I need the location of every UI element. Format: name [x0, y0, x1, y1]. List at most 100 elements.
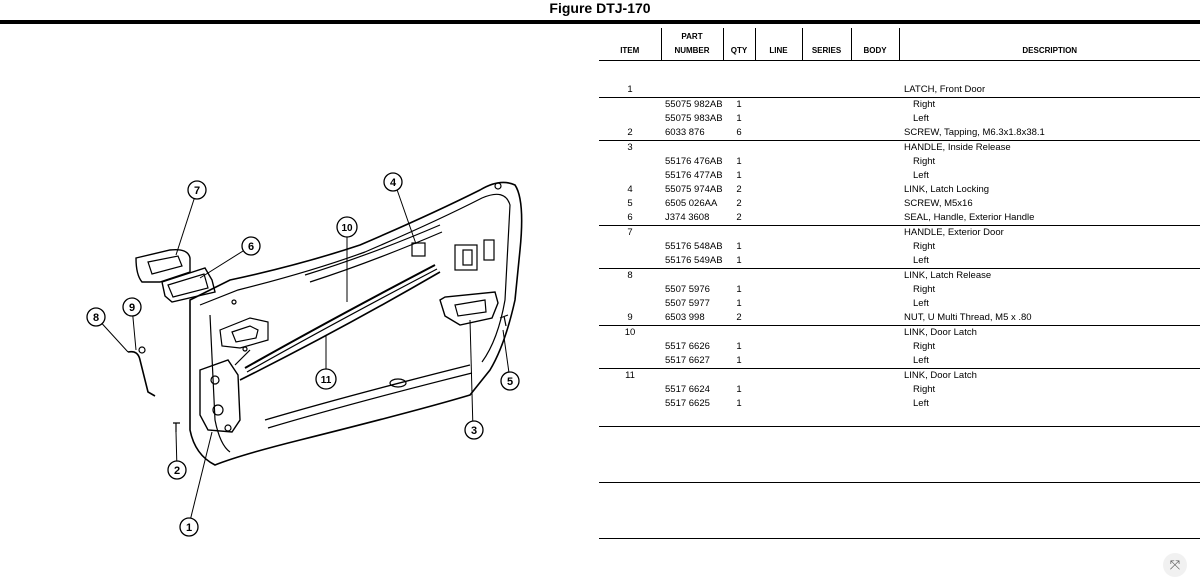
qty-cell: 1: [736, 284, 742, 295]
qty-cell: 1: [736, 113, 742, 124]
item-cell: [599, 112, 661, 126]
callout-4: 4: [383, 172, 403, 192]
divider-3: [599, 538, 1200, 539]
table-row: 5507 5976 1 Right: [599, 283, 1200, 297]
item-cell: [599, 383, 661, 397]
line-cell: [755, 183, 802, 197]
part-number-cell: 55176 477AB: [665, 170, 723, 181]
description-cell: Left: [913, 170, 929, 181]
series-cell: [802, 325, 851, 340]
callout-7: 7: [187, 180, 207, 200]
part-number-cell: [661, 325, 723, 340]
series-cell: [802, 97, 851, 112]
body-cell: [851, 297, 899, 311]
description-cell: Right: [913, 241, 936, 252]
line-cell: [755, 340, 802, 354]
item-cell: [599, 155, 661, 169]
part-number-cell: 5517 6624: [665, 384, 710, 395]
table-row: 5517 6624 1 Right: [599, 383, 1200, 397]
part-number-cell: 6503 998: [665, 312, 705, 323]
qty-cell: [723, 140, 755, 155]
body-cell: [851, 211, 899, 226]
callout-2: 2: [167, 460, 187, 480]
callout-9: 9: [122, 297, 142, 317]
qty-cell: 1: [736, 384, 742, 395]
table-row: 8 LINK, Latch Release: [599, 268, 1200, 283]
expand-icon[interactable]: ⤧: [1163, 553, 1187, 577]
part-number-cell: 5507 5976: [665, 284, 710, 295]
door-parts-diagram: 1 2 3 4 5 6 7 8 9 10 11: [86, 172, 523, 537]
header-body: BODY: [851, 28, 900, 61]
description-cell: Left: [913, 298, 929, 309]
description-cell: Right: [913, 156, 936, 167]
item-cell: 9: [627, 312, 633, 323]
qty-cell: 1: [736, 156, 742, 167]
body-cell: [851, 268, 899, 283]
description-cell: HANDLE, Inside Release: [899, 140, 1200, 155]
description-cell: NUT, U Multi Thread, M5 x .80: [904, 312, 1032, 323]
body-cell: [851, 325, 899, 340]
part-number-cell: [661, 83, 723, 98]
divider-1: [599, 426, 1200, 427]
description-cell: Right: [913, 341, 936, 352]
body-cell: [851, 112, 899, 126]
item-cell: 8: [599, 268, 661, 283]
part-number-cell: 5517 6625: [665, 398, 710, 409]
part-number-cell: 55075 983AB: [665, 113, 723, 124]
description-cell: Right: [899, 97, 1200, 112]
qty-cell: [723, 225, 755, 240]
header-line: LINE: [755, 28, 803, 61]
description-cell: LINK, Latch Release: [899, 268, 1200, 283]
part-number-cell: 5507 5977: [665, 298, 710, 309]
series-cell: [802, 297, 851, 311]
body-cell: [851, 340, 899, 354]
line-cell: [755, 240, 802, 254]
series-cell: [802, 211, 851, 226]
line-cell: [755, 325, 802, 340]
item-cell: 4: [627, 184, 633, 195]
qty-cell: 1: [736, 398, 742, 409]
description-cell: LINK, Latch Locking: [904, 184, 990, 195]
qty-cell: [723, 368, 755, 383]
item-cell: [599, 97, 661, 112]
description-cell: SCREW, Tapping, M6.3x1.8x38.1: [904, 127, 1045, 138]
body-cell: [851, 254, 899, 269]
description-cell: Right: [913, 384, 936, 395]
body-cell: [851, 183, 899, 197]
item-cell: 2: [627, 127, 633, 138]
description-cell: Left: [913, 398, 929, 409]
header-item: ITEM: [599, 28, 662, 61]
line-cell: [755, 297, 802, 311]
series-cell: [802, 140, 851, 155]
qty-cell: 1: [736, 170, 742, 181]
callout-6: 6: [241, 236, 261, 256]
callout-1: 1: [179, 517, 199, 537]
table-row: 5507 5977 1 Left: [599, 297, 1200, 311]
item-cell: [599, 169, 661, 183]
line-cell: [755, 254, 802, 269]
line-cell: [755, 155, 802, 169]
description-cell: Right: [913, 284, 936, 295]
item-cell: [599, 283, 661, 297]
series-cell: [802, 183, 851, 197]
callout-8: 8: [86, 307, 106, 327]
item-cell: [599, 397, 661, 411]
body-cell: [851, 155, 899, 169]
line-cell: [755, 225, 802, 240]
qty-cell: 1: [736, 298, 742, 309]
line-cell: [755, 140, 802, 155]
line-cell: [755, 368, 802, 383]
table-row: 55176 477AB 1 Left: [599, 169, 1200, 183]
part-number-cell: 55075 982AB: [661, 97, 723, 112]
series-cell: [802, 311, 851, 326]
